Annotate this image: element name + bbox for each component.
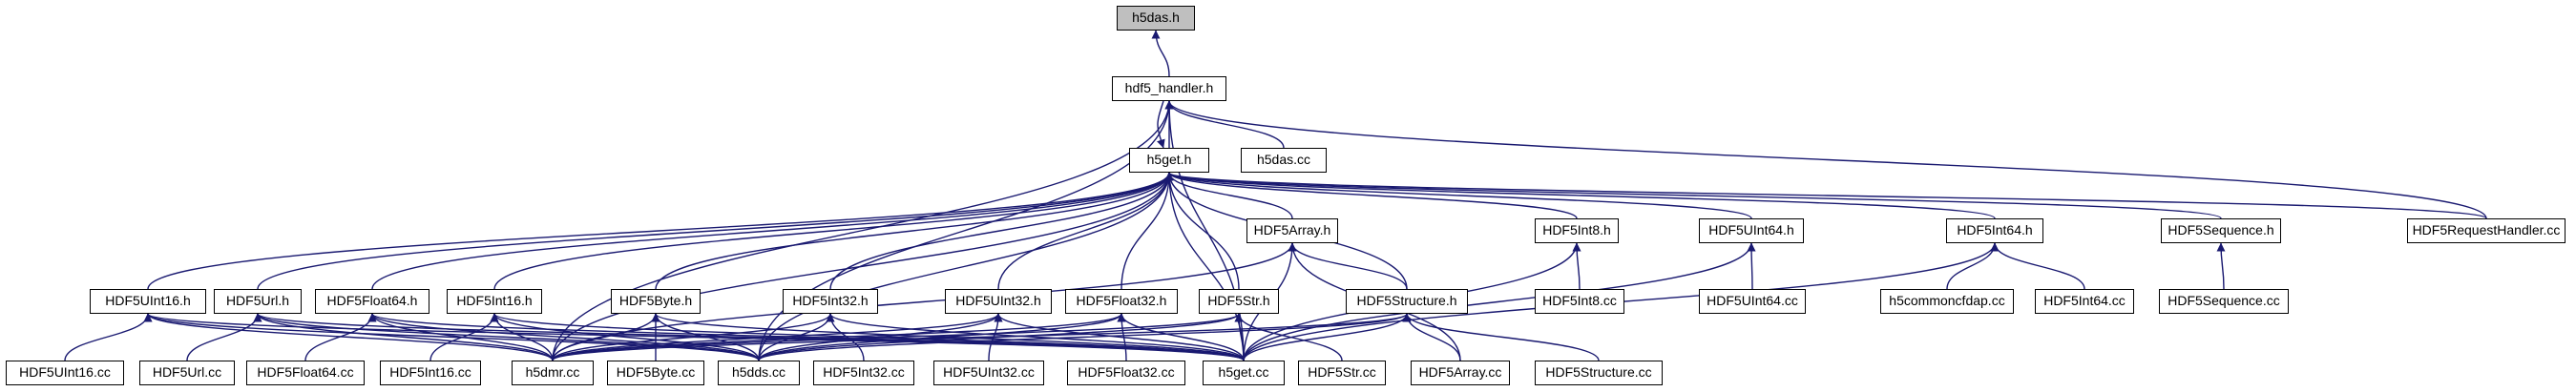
node-h5dds-cc[interactable]: h5dds.cc: [718, 361, 800, 385]
edge-h5dmr-cc-to-hdf5int32-h: [552, 313, 835, 361]
node-hdf5requesthandler-cc[interactable]: HDF5RequestHandler.cc: [2407, 218, 2566, 243]
node-hdf5int64-h[interactable]: HDF5Int64.h: [1946, 218, 2043, 243]
edge-h5dds-cc-to-hdf5int16-h: [490, 313, 760, 361]
edge-h5dds-cc-to-hdf5float32-h: [758, 313, 1126, 361]
edge-h5dds-cc-to-h5get-h: [758, 172, 1174, 361]
edge-h5dmr-cc-to-hdf5structure-h: [552, 313, 1412, 361]
node-hdf5float32-cc[interactable]: HDF5Float32.cc: [1067, 361, 1185, 385]
edge-h5dds-cc-to-hdf5structure-h: [758, 313, 1412, 361]
node-hdf5url-cc[interactable]: HDF5Url.cc: [139, 361, 235, 385]
edge-hdf5requesthandler-cc-to-hdf5-handler-h: [1164, 100, 2487, 219]
edge-hdf5uint64-h-to-h5get-h: [1164, 172, 1752, 219]
edge-hdf5sequence-cc-to-hdf5sequence-h: [2216, 242, 2226, 290]
node-h5commoncfdap-cc[interactable]: h5commoncfdap.cc: [1880, 289, 2014, 314]
edge-hdf5sequence-h-to-h5get-h: [1164, 172, 2222, 219]
node-hdf5uint32-h[interactable]: HDF5UInt32.h: [945, 289, 1052, 314]
node-hdf5int32-h[interactable]: HDF5Int32.h: [783, 289, 878, 314]
edge-hdf5url-h-to-h5get-h: [257, 172, 1174, 290]
node-h5das-cc[interactable]: h5das.cc: [1241, 148, 1327, 173]
edge-hdf5int16-h-to-h5get-h: [493, 172, 1174, 290]
node-hdf5uint64-h[interactable]: HDF5UInt64.h: [1699, 218, 1804, 243]
edge-hdf5uint16-h-to-h5get-h: [147, 172, 1174, 290]
edge-hdf5uint32-h-to-h5get-h: [997, 172, 1174, 290]
node-hdf5int8-h[interactable]: HDF5Int8.h: [1535, 218, 1619, 243]
edge-h5das-cc-to-hdf5-handler-h: [1164, 100, 1285, 149]
edge-h5dmr-cc-to-hdf5-handler-h: [552, 100, 1174, 361]
node-hdf5byte-cc[interactable]: HDF5Byte.cc: [607, 361, 704, 385]
node-hdf5int16-h[interactable]: HDF5Int16.h: [447, 289, 542, 314]
edge-h5commoncfdap-cc-to-hdf5int64-h: [1946, 242, 2000, 290]
node-hdf5array-cc[interactable]: HDF5Array.cc: [1411, 361, 1510, 385]
node-hdf5str-h[interactable]: HDF5Str.h: [1199, 289, 1279, 314]
node-hdf5float64-h[interactable]: HDF5Float64.h: [315, 289, 429, 314]
edge-h5get-cc-to-hdf5float32-h: [1117, 313, 1245, 361]
node-hdf5-handler-h[interactable]: hdf5_handler.h: [1112, 76, 1226, 101]
edge-h5dmr-cc-to-hdf5uint16-h: [143, 313, 554, 361]
node-hdf5float64-cc[interactable]: HDF5Float64.cc: [246, 361, 365, 385]
node-hdf5float32-h[interactable]: HDF5Float32.h: [1065, 289, 1178, 314]
node-hdf5structure-h[interactable]: HDF5Structure.h: [1346, 289, 1468, 314]
node-hdf5uint32-cc[interactable]: HDF5UInt32.cc: [933, 361, 1044, 385]
edge-hdf5-handler-h-to-h5das-h: [1151, 30, 1170, 77]
node-hdf5int16-cc[interactable]: HDF5Int16.cc: [380, 361, 481, 385]
node-hdf5int32-cc[interactable]: HDF5Int32.cc: [813, 361, 914, 385]
edge-hdf5int64-h-to-h5get-h: [1164, 172, 1996, 219]
edge-h5get-cc-to-hdf5int32-h: [826, 313, 1245, 361]
edge-hdf5uint64-cc-to-hdf5uint64-h: [1747, 242, 1756, 290]
edge-h5dds-cc-to-hdf5uint16-h: [143, 313, 760, 361]
edge-h5get-cc-to-hdf5structure-h: [1243, 313, 1412, 361]
edge-hdf5float32-h-to-h5get-h: [1120, 172, 1174, 290]
edge-hdf5url-cc-to-hdf5url-h: [186, 313, 262, 361]
node-hdf5uint16-cc[interactable]: HDF5UInt16.cc: [6, 361, 124, 385]
edge-h5dmr-cc-to-hdf5uint32-h: [552, 313, 1003, 361]
edge-h5dmr-cc-to-hdf5float32-h: [552, 313, 1126, 361]
edge-h5dds-cc-to-hdf5url-h: [253, 313, 760, 361]
node-hdf5sequence-h[interactable]: HDF5Sequence.h: [2161, 218, 2281, 243]
edge-hdf5int8-h-to-h5get-h: [1164, 172, 1578, 219]
edge-h5dmr-cc-to-hdf5str-h: [552, 313, 1244, 361]
node-hdf5int64-cc[interactable]: HDF5Int64.cc: [2035, 289, 2134, 314]
node-hdf5byte-h[interactable]: HDF5Byte.h: [611, 289, 701, 314]
edge-hdf5structure-cc-to-hdf5structure-h: [1402, 313, 1600, 361]
node-hdf5url-h[interactable]: HDF5Url.h: [214, 289, 302, 314]
edge-hdf5-handler-h-to-h5get-h: [1157, 100, 1165, 149]
edge-h5get-cc-to-hdf5str-h: [1234, 313, 1245, 361]
edge-hdf5str-h-to-h5get-h: [1164, 172, 1240, 290]
edge-hdf5uint16-cc-to-hdf5uint16-h: [64, 313, 153, 361]
node-hdf5sequence-cc[interactable]: HDF5Sequence.cc: [2159, 289, 2289, 314]
edge-hdf5structure-h-to-hdf5array-h: [1288, 242, 1408, 290]
node-hdf5uint16-h[interactable]: HDF5UInt16.h: [90, 289, 206, 314]
edge-h5dds-cc-to-hdf5float64-h: [367, 313, 760, 361]
node-h5get-h[interactable]: h5get.h: [1129, 148, 1209, 173]
edge-hdf5float64-h-to-h5get-h: [371, 172, 1174, 290]
edge-h5get-cc-to-hdf5float64-h: [367, 313, 1245, 361]
node-hdf5structure-cc[interactable]: HDF5Structure.cc: [1535, 361, 1663, 385]
node-hdf5array-h[interactable]: HDF5Array.h: [1246, 218, 1338, 243]
edge-hdf5requesthandler-cc-to-h5get-h: [1164, 172, 2487, 219]
edge-h5get-cc-to-hdf5uint64-h: [1243, 242, 1756, 361]
node-h5get-cc[interactable]: h5get.cc: [1203, 361, 1285, 385]
edge-hdf5float64-cc-to-hdf5float64-h: [304, 313, 377, 361]
edge-hdf5byte-h-to-h5get-h: [655, 172, 1174, 290]
edge-h5dmr-cc-to-hdf5url-h: [253, 313, 554, 361]
node-hdf5str-cc[interactable]: HDF5Str.cc: [1298, 361, 1386, 385]
node-hdf5int8-cc[interactable]: HDF5Int8.cc: [1535, 289, 1624, 314]
node-h5dmr-cc[interactable]: h5dmr.cc: [512, 361, 594, 385]
edge-h5get-cc-to-hdf5int16-h: [490, 313, 1245, 361]
edge-hdf5int64-cc-to-hdf5int64-h: [1990, 242, 2085, 290]
edge-hdf5int32-h-to-h5get-h: [829, 172, 1174, 290]
node-h5das-h: h5das.h: [1117, 6, 1195, 31]
edge-hdf5array-h-to-h5get-h: [1164, 172, 1293, 219]
edge-h5dmr-cc-to-h5get-h: [552, 172, 1174, 361]
node-hdf5uint64-cc[interactable]: HDF5UInt64.cc: [1699, 289, 1806, 314]
edge-h5get-cc-to-hdf5uint32-h: [994, 313, 1245, 361]
edge-hdf5int8-cc-to-hdf5int8-h: [1572, 242, 1581, 290]
